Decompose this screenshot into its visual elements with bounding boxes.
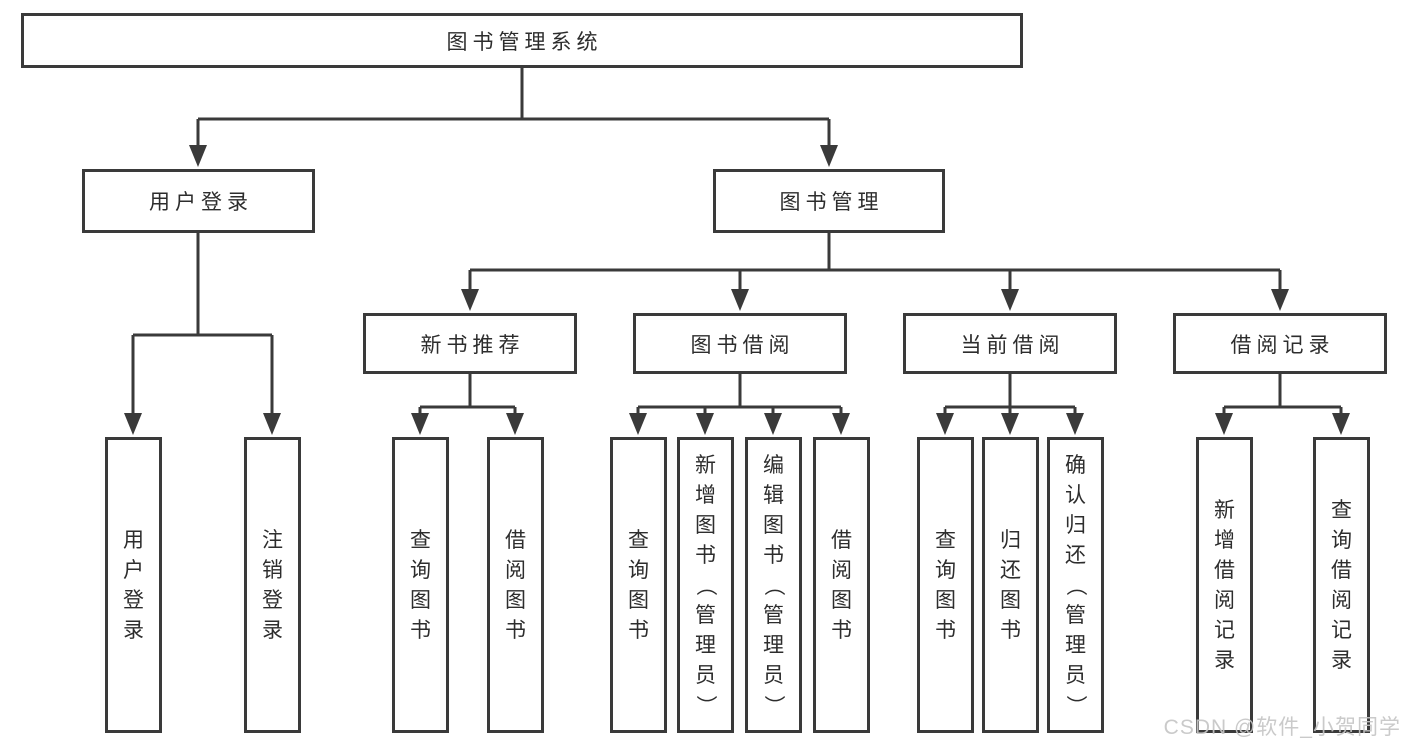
leaf-edit-books-admin: 编辑图书（管理员） (745, 437, 802, 733)
leaf-return-books: 归还图书 (982, 437, 1039, 733)
node-user-login: 用户登录 (82, 169, 315, 233)
csdn-watermark: CSDN @软件_小贺同学 (1163, 716, 1401, 739)
node-new-book-recommend: 新书推荐 (363, 313, 577, 374)
leaf-logout-label: 注销登录 (262, 528, 283, 642)
leaf-user-login: 用户登录 (105, 437, 162, 733)
leaf-borrow-books: 借阅图书 (813, 437, 870, 733)
leaf-add-books-admin: 新增图书（管理员） (677, 437, 734, 733)
node-borrow-records-label: 借阅记录 (1230, 333, 1335, 357)
leaf-logout: 注销登录 (244, 437, 301, 733)
leaf-query-books-borrow-label: 查询图书 (628, 528, 649, 642)
leaf-query-books-current: 查询图书 (917, 437, 974, 733)
leaf-borrow-books-recommend: 借阅图书 (487, 437, 544, 733)
node-book-borrow: 图书借阅 (633, 313, 847, 374)
leaf-query-books-recommend: 查询图书 (392, 437, 449, 733)
leaf-borrow-books-label: 借阅图书 (831, 528, 852, 642)
leaf-add-borrow-record: 新增借阅记录 (1196, 437, 1253, 733)
node-book-borrow-label: 图书借阅 (690, 333, 795, 357)
node-root: 图书管理系统 (21, 13, 1023, 68)
node-book-management-label: 图书管理 (779, 191, 884, 214)
node-new-book-recommend-label: 新书推荐 (420, 333, 525, 357)
leaf-confirm-return-admin-label: 确认归还（管理员） (1064, 453, 1087, 716)
leaf-query-books-current-label: 查询图书 (935, 528, 956, 642)
leaf-borrow-books-recommend-label: 借阅图书 (505, 528, 526, 642)
node-book-management: 图书管理 (713, 169, 945, 233)
node-current-borrow-label: 当前借阅 (960, 333, 1065, 357)
leaf-confirm-return-admin: 确认归还（管理员） (1047, 437, 1104, 733)
leaf-add-borrow-record-label: 新增借阅记录 (1214, 498, 1235, 672)
node-borrow-records: 借阅记录 (1173, 313, 1387, 374)
leaf-query-books-recommend-label: 查询图书 (410, 528, 431, 642)
leaf-query-books-borrow: 查询图书 (610, 437, 667, 733)
leaf-query-borrow-record-label: 查询借阅记录 (1331, 498, 1352, 672)
leaf-add-books-admin-label: 新增图书（管理员） (694, 453, 717, 716)
leaf-user-login-label: 用户登录 (123, 528, 144, 642)
leaf-edit-books-admin-label: 编辑图书（管理员） (762, 453, 785, 716)
node-user-login-label: 用户登录 (149, 191, 253, 214)
node-current-borrow: 当前借阅 (903, 313, 1117, 374)
node-root-label: 图书管理系统 (446, 30, 603, 54)
leaf-return-books-label: 归还图书 (1000, 528, 1021, 642)
leaf-query-borrow-record: 查询借阅记录 (1313, 437, 1370, 733)
